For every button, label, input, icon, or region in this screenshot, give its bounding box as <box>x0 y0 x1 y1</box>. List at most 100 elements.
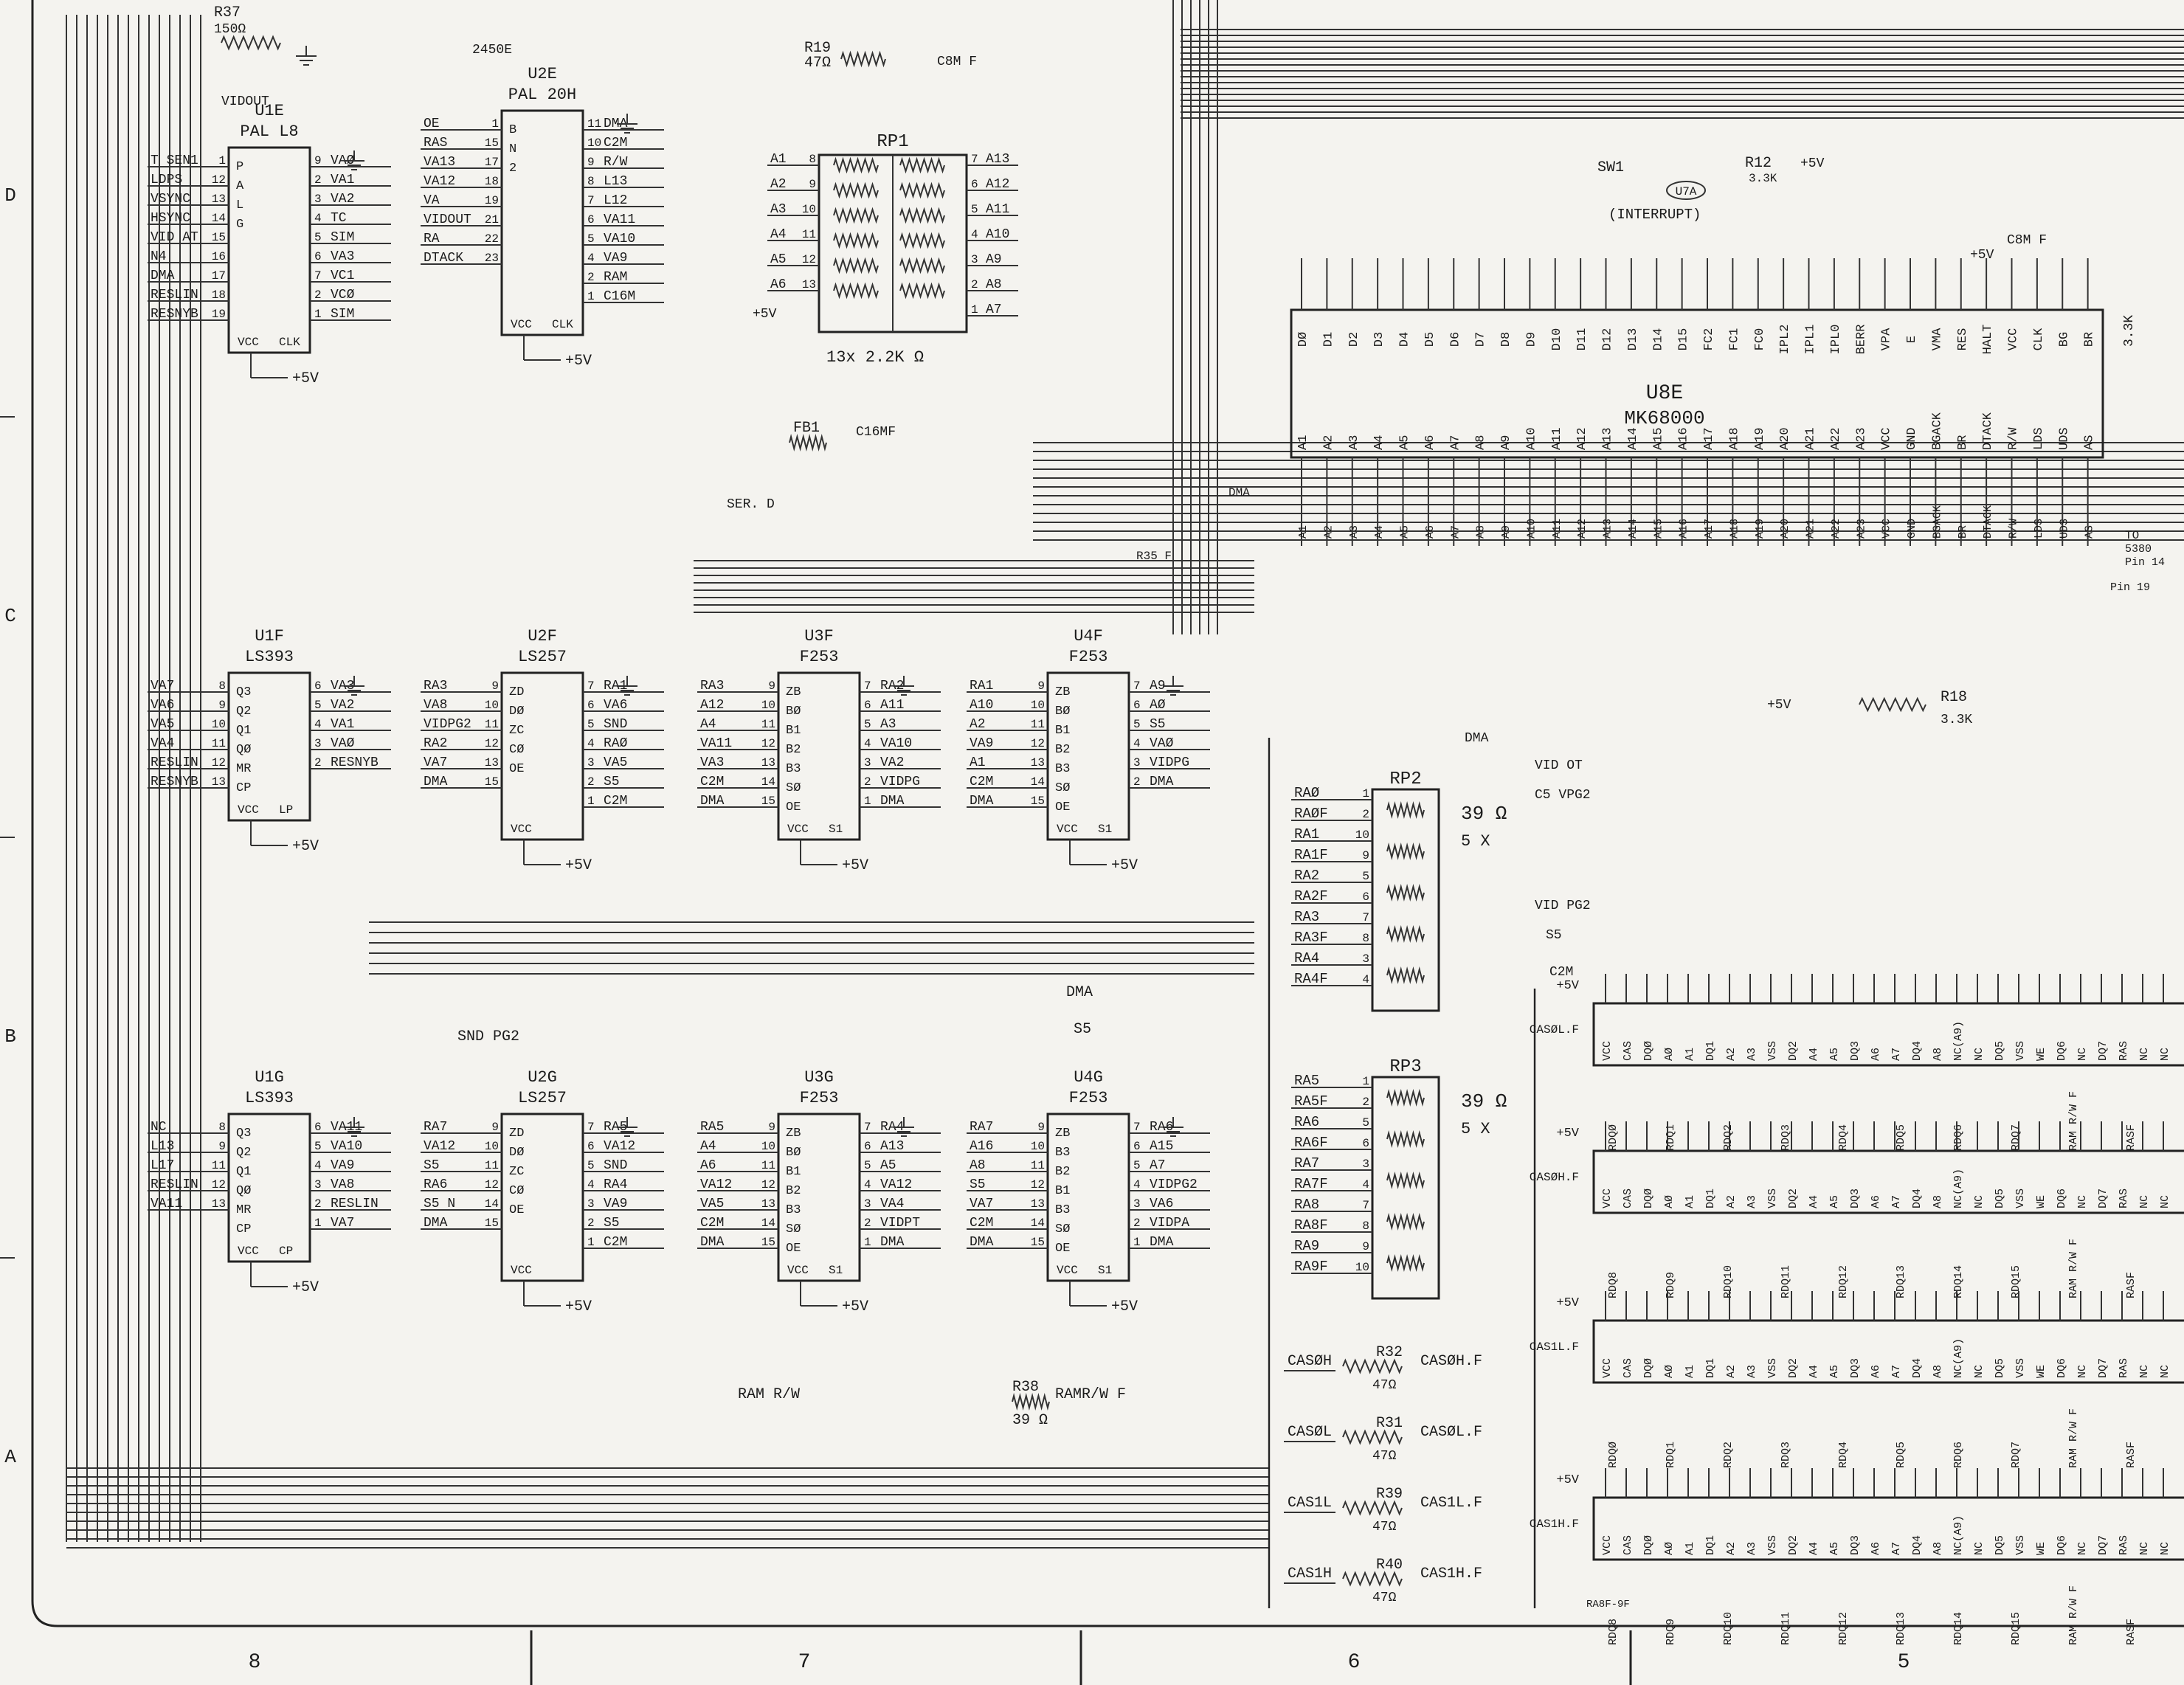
net-s5: S5 <box>1074 1021 1091 1038</box>
supply-label: +5V <box>565 1298 592 1315</box>
ram-pin: NC <box>2159 1542 2171 1555</box>
ram-net: RDQ2 <box>1722 1442 1735 1468</box>
pin-function: B2 <box>786 1184 801 1198</box>
pin-function: B1 <box>786 724 801 738</box>
pin-number-left: 14 <box>1031 775 1045 789</box>
pin-function: OE <box>509 1203 524 1217</box>
pin-number-right: 2 <box>587 271 595 284</box>
ram-pin: AØ <box>1663 1195 1676 1208</box>
pin-number-right: 4 <box>587 737 595 750</box>
cpu-pin-net: A12 <box>1576 519 1589 539</box>
pin-number-left: 8 <box>218 1121 226 1134</box>
ram-net: RDQ6 <box>1952 1442 1965 1468</box>
ram-pin: DQ2 <box>1787 1041 1800 1061</box>
pin-function: Q1 <box>236 724 251 738</box>
pin-net-right: VA2 <box>880 755 904 770</box>
cpu-pin-bottom: AS <box>2083 435 2097 450</box>
pin-number-left: 1 <box>1362 787 1369 800</box>
pin-number-left: 15 <box>212 231 226 244</box>
resistor-ref: R32 <box>1376 1344 1403 1361</box>
pin-number-left: 4 <box>1362 973 1369 986</box>
pin-net-right: VA1 <box>331 717 354 732</box>
ground-symbol <box>296 46 317 66</box>
pin-net-left: RA3 <box>424 679 447 693</box>
cpu-pin-top: E <box>1905 336 1919 343</box>
pin-number-left: 18 <box>485 175 499 188</box>
pin-net-left: VA <box>424 193 440 208</box>
supply-label: +5V <box>565 353 592 370</box>
pin-net-left: DMA <box>700 794 725 809</box>
pin-net-right: VA1 <box>331 173 354 187</box>
pin-function: B3 <box>1055 1146 1070 1160</box>
net-cas-f: CASØL.F <box>1420 1424 1482 1441</box>
pin-function: VCC <box>238 336 259 349</box>
pin-function: ZC <box>509 724 524 738</box>
net-vidot: VID OT <box>1535 758 1583 773</box>
pin-number-left: 14 <box>212 212 226 225</box>
pin-number-right: 6 <box>587 213 595 226</box>
pin-number-left: 19 <box>212 308 226 321</box>
pin-net-right: A13 <box>986 152 1009 167</box>
ram-cas: CAS1H.F <box>1530 1518 1579 1531</box>
pin-net-left: RA1 <box>1294 826 1319 842</box>
cpu-pin-net: LDS <box>2033 519 2045 539</box>
ram-pin: WE <box>2035 1365 2048 1378</box>
pin-number-left: 12 <box>212 756 226 769</box>
ram-pin: VCC <box>1601 1535 1614 1555</box>
pin-net-left: DMA <box>700 1235 725 1250</box>
ram-pin: DQ3 <box>1849 1358 1862 1378</box>
chip-body <box>227 1113 311 1263</box>
ram-pin: NC <box>2159 1048 2171 1061</box>
pin-net-right: SND <box>604 1158 627 1173</box>
pin-function: CØ <box>509 1184 524 1198</box>
net-cas-f: CAS1H.F <box>1420 1565 1482 1582</box>
pin-number-left: 22 <box>485 232 499 246</box>
cpu-pin-net: AS <box>2084 525 2096 539</box>
ram-pin: DQ7 <box>2097 1358 2109 1378</box>
pin-number-right: 3 <box>1133 756 1141 769</box>
ram-net: RDQ9 <box>1665 1619 1677 1645</box>
pin-net-left: RA8 <box>1294 1197 1319 1213</box>
chip-body <box>1046 1113 1130 1282</box>
cpu-pin-bottom: A13 <box>1601 427 1615 450</box>
ram-pin: A4 <box>1808 1365 1820 1378</box>
pin-number-left: 10 <box>1031 699 1045 712</box>
ram-pin: A2 <box>1725 1365 1738 1378</box>
cpu-pin-net: A1 <box>1297 525 1310 539</box>
pin-net-right: VA8 <box>331 1177 354 1192</box>
pin-number-left: 19 <box>485 194 499 207</box>
pin-net-right: VA2 <box>331 698 354 713</box>
pin-net-right: RA4 <box>604 1177 627 1192</box>
ram-net: RDQ5 <box>1895 1124 1907 1151</box>
ram-net: RDQ11 <box>1780 1265 1792 1298</box>
pin-net-right: C16M <box>604 289 635 304</box>
cpu-pin-net: A4 <box>1373 525 1386 539</box>
rp1-r19: R19 <box>804 40 831 57</box>
cpu-pin-bottom: GND <box>1905 427 1919 450</box>
pin-number-left: 17 <box>485 156 499 169</box>
ram-net: RDQØ <box>1607 1442 1620 1468</box>
net-cas-f: CASØH.F <box>1420 1353 1482 1370</box>
pin-number-right: 7 <box>971 153 978 166</box>
ram-net: RDQ7 <box>2010 1442 2022 1468</box>
pin-function: OE <box>1055 1242 1070 1256</box>
pin-number-left: 13 <box>802 278 816 291</box>
pin-number-right: 7 <box>1133 679 1141 693</box>
ram-pin: A1 <box>1684 1048 1696 1061</box>
ram-pin: NC(A9) <box>1952 1338 1965 1378</box>
cpu-pin-net: A21 <box>1805 519 1817 539</box>
pin-net-right: TC <box>331 211 347 226</box>
pin-number-left: 6 <box>1362 1137 1369 1150</box>
resistor-pack-rp3-resistor <box>1386 1089 1425 1107</box>
cpu-pin-bottom: A3 <box>1347 435 1361 450</box>
ram-net: RDQ3 <box>1780 1442 1792 1468</box>
pin-net-right: VA10 <box>880 736 912 751</box>
ram-net: RDQ10 <box>1722 1265 1735 1298</box>
pin-net-left: S5 N <box>424 1197 455 1211</box>
ram-net: RDQ15 <box>2010 1265 2022 1298</box>
